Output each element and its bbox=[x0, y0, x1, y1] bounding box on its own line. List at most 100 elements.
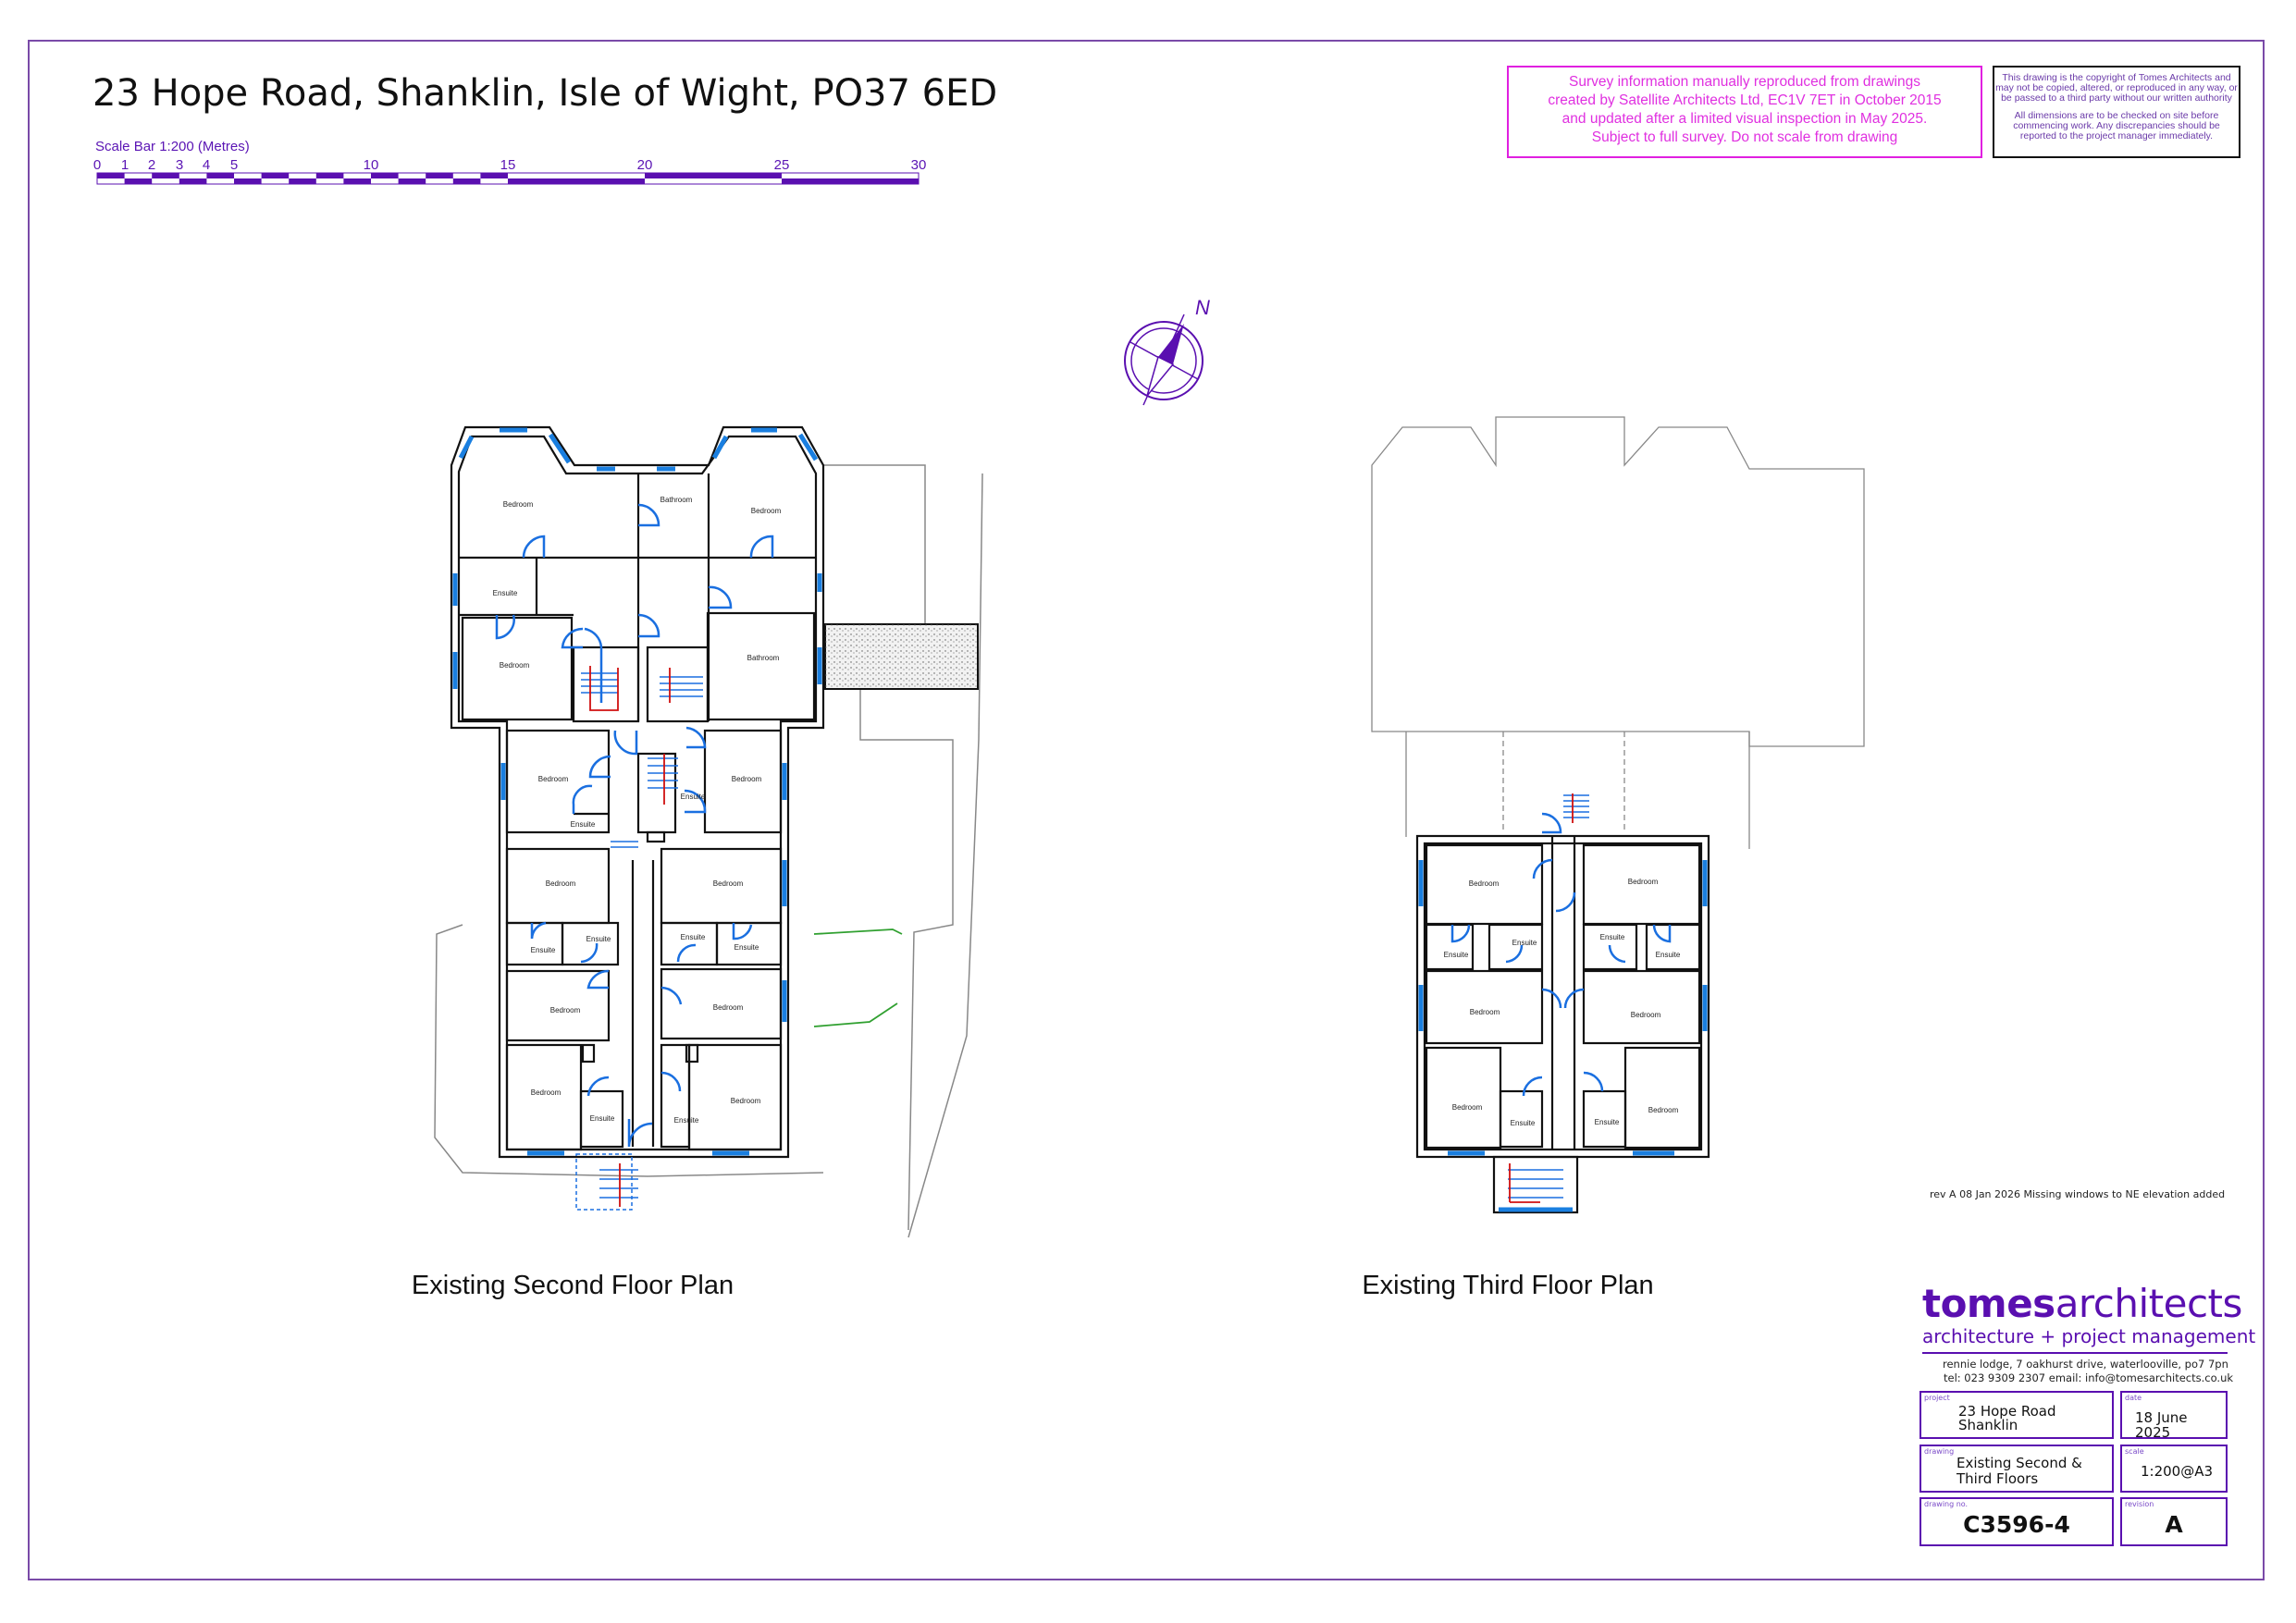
room-label: Bedroom bbox=[731, 1097, 761, 1105]
scale-tick: 3 bbox=[175, 157, 184, 173]
scale-box: scale 1:200@A3 bbox=[2120, 1445, 2228, 1493]
room-label: Ensuite bbox=[493, 589, 518, 597]
drawing-number: C3596-4 bbox=[1963, 1511, 2070, 1538]
stair-arrows bbox=[589, 666, 671, 1207]
staircases bbox=[1508, 794, 1589, 1199]
north-label: N bbox=[1195, 296, 1210, 319]
windows bbox=[1418, 860, 1708, 1212]
drawing-line2: Third Floors bbox=[1957, 1470, 2039, 1487]
scale-bar-segment bbox=[452, 178, 481, 184]
second-floor-caption: Existing Second Floor Plan bbox=[411, 1271, 734, 1300]
room-label: Ensuite bbox=[1444, 951, 1469, 959]
project-box: project 23 Hope Road Shanklin bbox=[1920, 1391, 2114, 1439]
scale-bar-segment bbox=[315, 173, 344, 178]
field-label: revision bbox=[2125, 1500, 2154, 1508]
scale-tick: 25 bbox=[773, 157, 790, 173]
scale-tick: 0 bbox=[93, 157, 102, 173]
date-box: date 18 June 2025 bbox=[2120, 1391, 2228, 1440]
room-label: Bedroom bbox=[751, 507, 782, 515]
company-contact: tel: 023 9309 2307 email: info@tomesarch… bbox=[1944, 1371, 2234, 1384]
survey-note-line: Subject to full survey. Do not scale fro… bbox=[1591, 129, 1898, 145]
room-label: Ensuite bbox=[590, 1114, 615, 1123]
north-arrow-icon: N bbox=[1124, 296, 1210, 406]
copyright-text: This drawing is the copyright of Tomes A… bbox=[1995, 72, 2238, 104]
scale-bar-segment bbox=[398, 178, 426, 184]
dimensions-text: All dimensions are to be checked on site… bbox=[2013, 110, 2220, 141]
scale-bar-segment bbox=[371, 173, 399, 178]
scale-tick: 30 bbox=[910, 157, 927, 173]
logo-light: architects bbox=[2055, 1281, 2243, 1326]
room-label: Bedroom bbox=[503, 500, 534, 509]
field-label: drawing bbox=[1924, 1447, 1955, 1456]
room-label: Bedroom bbox=[1470, 1008, 1500, 1016]
room-labels: Bedroom Bedroom Ensuite Ensuite Ensuite … bbox=[1444, 878, 1681, 1127]
drawing-box: drawing Existing Second & Third Floors bbox=[1920, 1445, 2114, 1493]
room-label: Bedroom bbox=[1469, 879, 1500, 888]
scale-tick: 5 bbox=[229, 157, 239, 173]
third-floor-plan: Bedroom Bedroom Ensuite Ensuite Ensuite … bbox=[1371, 416, 1865, 1214]
room-label: Bedroom bbox=[546, 879, 576, 888]
room-label: Ensuite bbox=[571, 820, 596, 829]
scale-bar-segment bbox=[234, 178, 262, 184]
project-line1: 23 Hope Road bbox=[1958, 1403, 2056, 1420]
scale-tick: 15 bbox=[500, 157, 516, 173]
doors bbox=[495, 503, 774, 1148]
scale-bar-segment bbox=[480, 173, 508, 178]
room-labels: Bedroom Bathroom Bedroom Ensuite Bedroom… bbox=[493, 496, 782, 1125]
room-label: Bedroom bbox=[732, 775, 762, 783]
room-label: Ensuite bbox=[681, 793, 706, 801]
windows bbox=[452, 427, 822, 1156]
garden-line bbox=[813, 1002, 898, 1027]
field-label: drawing no. bbox=[1924, 1500, 1969, 1508]
scale-bar-segment bbox=[97, 173, 125, 178]
company-tagline: architecture + project management bbox=[1922, 1325, 2256, 1347]
room-label: Ensuite bbox=[681, 933, 706, 941]
scale-tick: 2 bbox=[147, 157, 156, 173]
doors bbox=[1450, 812, 1672, 1097]
scale-tick: 10 bbox=[363, 157, 379, 173]
scale-bar-segment bbox=[261, 173, 290, 178]
copyright-note: This drawing is the copyright of Tomes A… bbox=[1993, 66, 2240, 158]
drawing-title: 23 Hope Road, Shanklin, Isle of Wight, P… bbox=[93, 72, 998, 115]
room-label: Bedroom bbox=[538, 775, 569, 783]
room-label: Ensuite bbox=[1511, 1119, 1536, 1127]
room-label: Ensuite bbox=[734, 943, 759, 952]
room-label: Bedroom bbox=[500, 661, 530, 670]
scale-bar-segment bbox=[152, 173, 179, 178]
room-label: Bedroom bbox=[713, 879, 744, 888]
scale-bar-segment bbox=[645, 173, 782, 178]
walls bbox=[450, 425, 825, 1159]
drawing-number-box: drawing no. C3596-4 bbox=[1920, 1497, 2114, 1546]
survey-note: Survey information manually reproduced f… bbox=[1507, 66, 1982, 158]
survey-note-line: created by Satellite Architects Ltd, EC1… bbox=[1548, 92, 1942, 108]
survey-note-line: and updated after a limited visual inspe… bbox=[1562, 111, 1928, 127]
scale-bar-segment bbox=[426, 173, 453, 178]
second-floor-plan: Bedroom Bathroom Bedroom Ensuite Bedroom… bbox=[434, 425, 983, 1238]
field-label: project bbox=[1924, 1394, 1950, 1402]
scale-tick: 1 bbox=[120, 157, 130, 173]
room-label: Bathroom bbox=[660, 496, 693, 504]
site-context bbox=[434, 464, 983, 1238]
roof-outline-context bbox=[1371, 416, 1865, 849]
scale-bar-segment bbox=[289, 178, 316, 184]
scale-tick: 20 bbox=[636, 157, 653, 173]
revision-value: A bbox=[2165, 1511, 2183, 1538]
garden-line bbox=[813, 928, 903, 935]
company-logo: tomesarchitects bbox=[1922, 1281, 2242, 1326]
room-label: Bedroom bbox=[713, 1003, 744, 1012]
field-label: date bbox=[2125, 1394, 2142, 1402]
project-line2: Shanklin bbox=[1958, 1417, 2018, 1433]
scale-bar-segment bbox=[343, 178, 371, 184]
room-label: Bathroom bbox=[747, 654, 780, 662]
staircases bbox=[575, 672, 703, 1211]
divider bbox=[1922, 1352, 2228, 1354]
stair-arrows bbox=[1509, 793, 1574, 1203]
room-label: Bedroom bbox=[1628, 878, 1659, 886]
room-label: Ensuite bbox=[586, 935, 611, 943]
room-label: Ensuite bbox=[1600, 933, 1625, 941]
field-label: scale bbox=[2125, 1447, 2144, 1456]
scale-bar-segment bbox=[124, 178, 153, 184]
drawing-border bbox=[28, 40, 2265, 1580]
scale-bar-label: Scale Bar 1:200 (Metres) bbox=[95, 139, 250, 154]
revision-box: revision A bbox=[2120, 1497, 2228, 1546]
